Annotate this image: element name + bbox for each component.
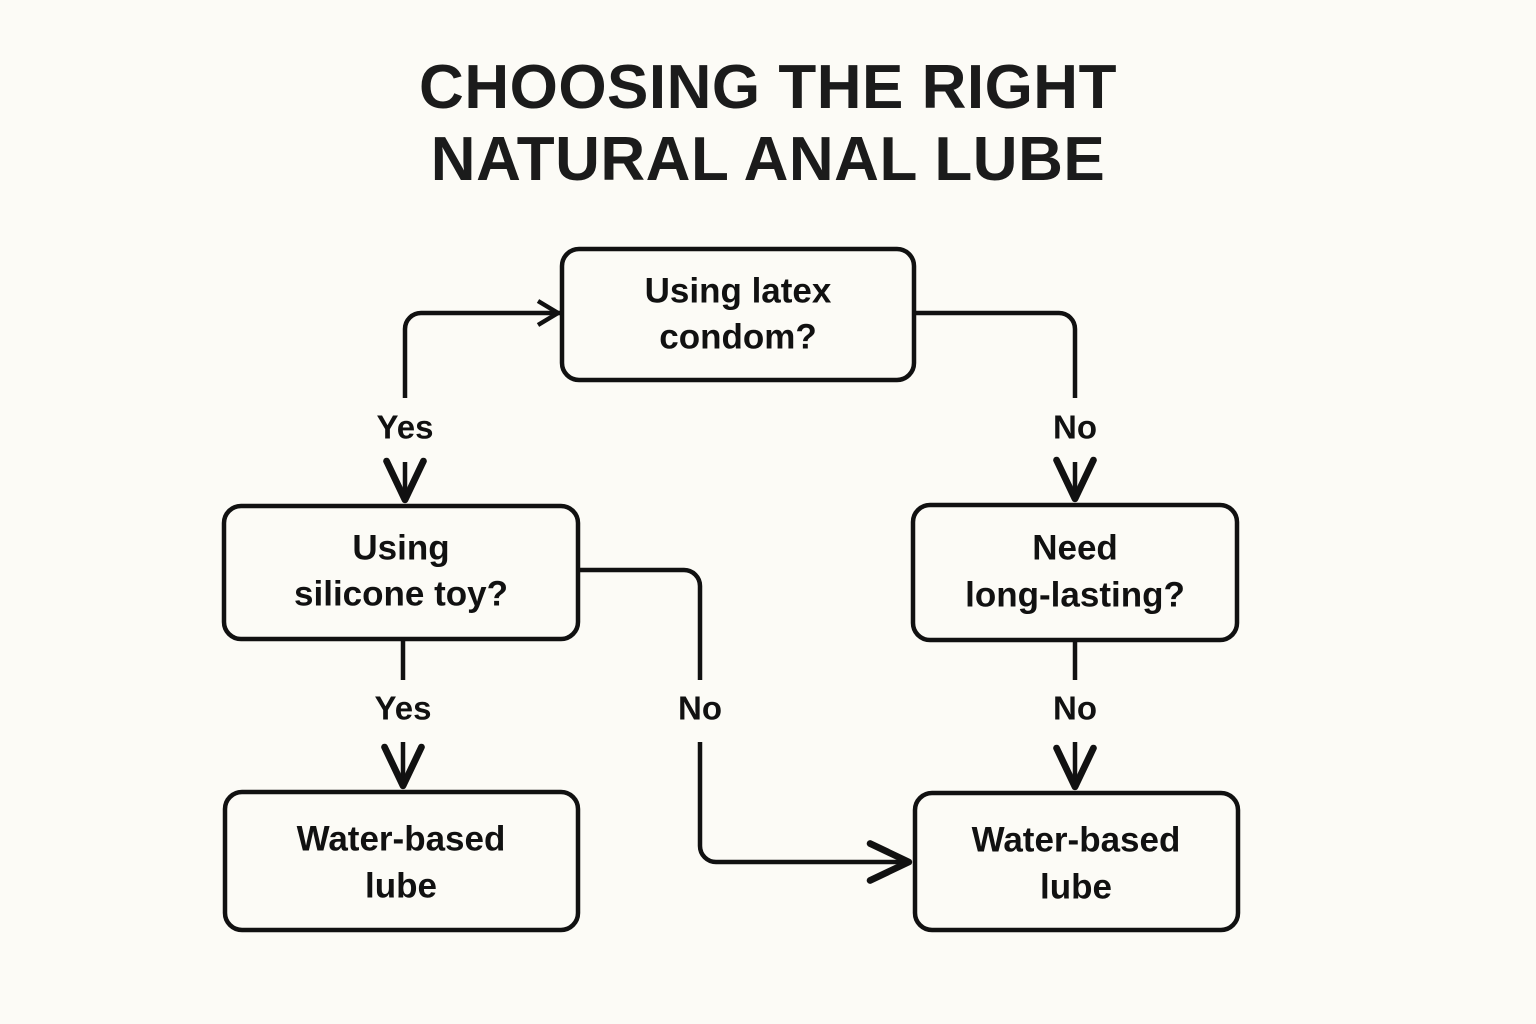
node-latex-condom[interactable]: Using latex condom? — [559, 246, 917, 383]
connector-silicone-no-arrow — [697, 742, 913, 884]
edge-label-silicone-yes: Yes — [375, 690, 432, 727]
edge-label-silicone-no: No — [678, 690, 722, 727]
node-need-long-lasting-box[interactable] — [910, 502, 1240, 643]
node-water-based-lube-right-line2: lube — [1040, 867, 1112, 906]
node-latex-condom-line1: Using latex — [645, 271, 832, 310]
node-silicone-toy-box[interactable] — [221, 503, 581, 642]
node-water-based-lube-left[interactable]: Water-based lube — [222, 789, 581, 933]
title-line-1: CHOOSING THE RIGHT — [419, 53, 1117, 122]
node-water-based-lube-left-line2: lube — [365, 866, 437, 905]
edge-label-latex-yes: Yes — [377, 409, 434, 446]
edge-label-longlasting-no: No — [1053, 690, 1097, 727]
connector-latex-no-elbow — [914, 310, 1078, 398]
connector-silicone-no-elbow — [578, 567, 703, 680]
connector-latex-yes-elbow — [402, 310, 562, 398]
node-water-based-lube-left-box[interactable] — [222, 789, 581, 933]
edge-label-latex-no: No — [1053, 409, 1097, 446]
node-latex-condom-line2: condom? — [659, 317, 816, 356]
node-silicone-toy-line2: silicone toy? — [294, 574, 508, 613]
node-need-long-lasting-line2: long-lasting? — [965, 575, 1185, 614]
node-water-based-lube-right-line1: Water-based — [972, 820, 1181, 859]
edge-labels-group: Yes No Yes No No — [375, 409, 1097, 727]
connectors-group — [381, 299, 1097, 884]
node-need-long-lasting[interactable]: Need long-lasting? — [910, 502, 1240, 643]
node-silicone-toy-line1: Using — [352, 528, 449, 567]
connector-latex-inbound-arrowhead — [536, 299, 561, 327]
node-water-based-lube-left-line1: Water-based — [297, 819, 506, 858]
node-water-based-lube-right[interactable]: Water-based lube — [912, 790, 1241, 933]
node-water-based-lube-right-box[interactable] — [912, 790, 1241, 933]
node-need-long-lasting-line1: Need — [1032, 528, 1118, 567]
node-latex-condom-box[interactable] — [559, 246, 917, 383]
node-silicone-toy[interactable]: Using silicone toy? — [221, 503, 581, 642]
title-line-2: NATURAL ANAL LUBE — [430, 125, 1106, 194]
